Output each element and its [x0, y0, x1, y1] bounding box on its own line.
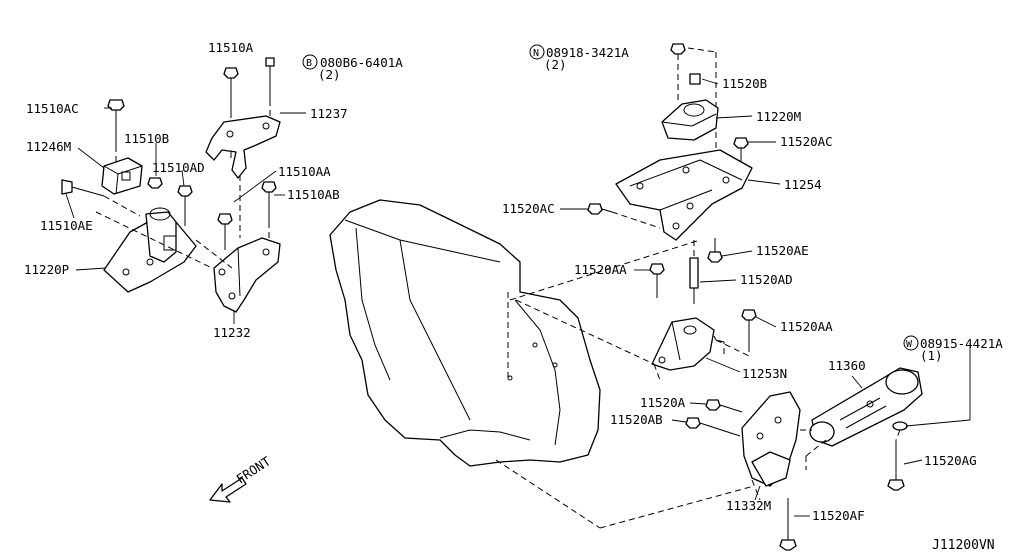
label-11520AB: 11520AB [610, 412, 663, 427]
bolt-11510AC[interactable] [107, 99, 125, 146]
stud-11520AD[interactable] [689, 257, 699, 304]
label-11520AA-lower: 11520AA [780, 319, 833, 334]
label-11510AD: 11510AD [152, 160, 205, 175]
torque-rod-11360[interactable] [809, 367, 923, 447]
label-11360: 11360 [828, 358, 866, 373]
label-11520AA-upper: 11520AA [574, 262, 627, 277]
bolt-11520AA-upper[interactable] [649, 263, 665, 298]
bolt-11520AF[interactable] [779, 498, 797, 551]
connection-lines [95, 211, 761, 529]
label-080B6: 080B6-6401A [320, 55, 403, 70]
bolt-11510AA[interactable] [217, 213, 233, 250]
label-11520AG: 11520AG [924, 453, 977, 468]
label-08915-qty: (1) [920, 348, 943, 363]
label-11254: 11254 [784, 177, 822, 192]
label-08915-prefix: W [906, 339, 913, 350]
label-11520AD: 11520AD [740, 272, 793, 287]
label-11510AB: 11510AB [287, 187, 340, 202]
label-11520AE: 11520AE [756, 243, 809, 258]
front-direction-arrow-icon [209, 477, 247, 503]
bracket-11232[interactable] [213, 237, 281, 313]
label-11220P: 11220P [24, 262, 69, 277]
label-11220M: 11220M [756, 109, 801, 124]
nut-08918[interactable] [670, 43, 686, 55]
right-mount-group [587, 43, 757, 373]
label-11253N: 11253N [742, 366, 787, 381]
leader-lines [65, 78, 971, 517]
lower-mount-group [685, 367, 923, 551]
label-11520AF: 11520AF [812, 508, 865, 523]
bolt-11520AC-lower[interactable] [587, 203, 613, 215]
bracket-11254[interactable] [615, 149, 753, 241]
left-mount-group [61, 57, 285, 313]
label-11232: 11232 [213, 325, 251, 340]
bracket-11253N[interactable] [651, 317, 715, 371]
bolt-11520AG[interactable] [887, 440, 905, 491]
label-11520AC-upper: 11520AC [780, 134, 833, 149]
stud-080B6[interactable] [265, 57, 275, 100]
bolt-11520AE[interactable] [707, 238, 723, 263]
circled-letter-icon [302, 44, 919, 351]
label-11510B: 11510B [124, 131, 169, 146]
bolt-11520AA-lower[interactable] [741, 309, 757, 346]
label-11510AC: 11510AC [26, 101, 79, 116]
bolt-11520AC-upper[interactable] [733, 137, 749, 162]
nut-11520B[interactable] [689, 73, 701, 85]
label-080B6-prefix: B [306, 58, 312, 69]
engine-block [329, 199, 601, 467]
diagram-code: J11200VN [932, 538, 995, 553]
bracket-11237[interactable] [205, 115, 281, 179]
label-08915: 08915-4421A [920, 336, 1003, 351]
bolt-11510AD[interactable] [177, 185, 193, 226]
label-11520AC-lower: 11520AC [502, 201, 555, 216]
label-11510AE: 11510AE [40, 218, 93, 233]
bolt-11520A[interactable] [705, 399, 743, 413]
label-11510A: 11510A [208, 40, 254, 55]
label-11520B: 11520B [722, 76, 767, 91]
insulator-11246M[interactable] [101, 157, 143, 195]
nut-11510B[interactable] [147, 177, 163, 189]
bracket-11332M[interactable] [741, 391, 801, 487]
label-11332M: 11332M [726, 498, 771, 513]
bolt-11510AE[interactable] [61, 179, 105, 197]
engine-mount-11220M[interactable] [661, 99, 719, 141]
bolt-11520AB[interactable] [685, 417, 741, 437]
label-08918: 08918-3421A [546, 45, 629, 60]
label-08918-prefix: N [533, 48, 539, 59]
bolt-11510A[interactable] [223, 67, 239, 112]
label-08918-qty: (2) [544, 57, 567, 72]
washer-08915[interactable] [892, 421, 908, 431]
label-11246M: 11246M [26, 139, 71, 154]
label-11237: 11237 [310, 106, 348, 121]
label-11510AA: 11510AA [278, 164, 331, 179]
engine-mount-11220P[interactable] [103, 207, 197, 293]
part-labels: 11510A B 080B6-6401A (2) 11510AC 11237 1… [24, 40, 1003, 553]
bolt-11510AB[interactable] [261, 181, 277, 222]
front-label: FRONT [233, 453, 273, 486]
label-080B6-qty: (2) [318, 67, 341, 82]
label-11520A: 11520A [640, 395, 686, 410]
